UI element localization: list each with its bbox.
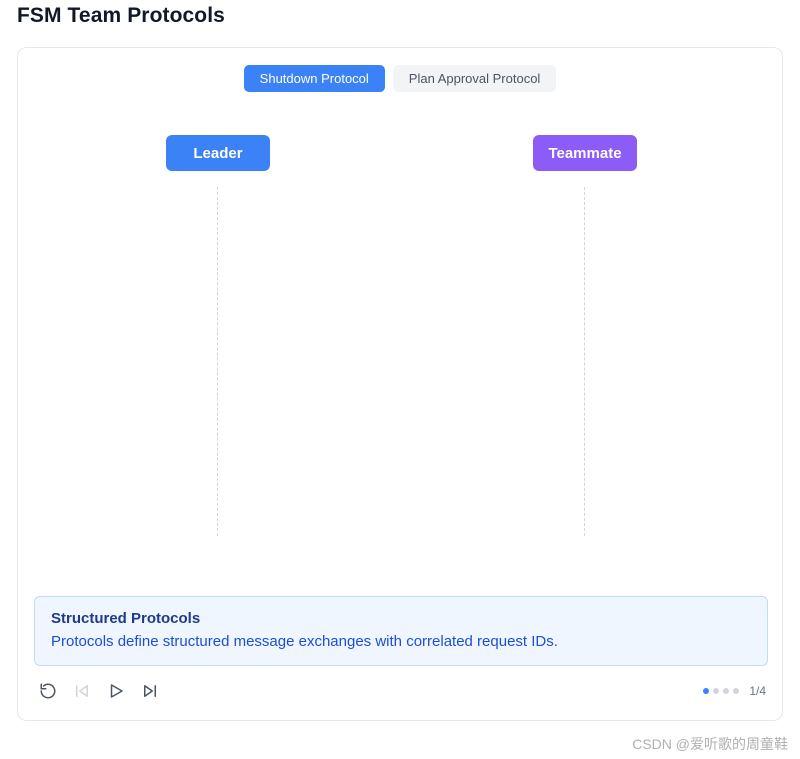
progress-dot: [713, 688, 720, 694]
step-progress: 1/4: [703, 681, 766, 701]
progress-dot: [733, 688, 740, 694]
teammate-actor: Teammate: [533, 135, 637, 171]
tab-shutdown-protocol[interactable]: Shutdown Protocol: [243, 65, 385, 92]
reset-icon: [40, 683, 56, 699]
progress-dot: [703, 688, 710, 694]
watermark-text: CSDN @爱听歌的周童鞋: [632, 736, 788, 752]
progress-dot: [723, 688, 730, 694]
play-icon: [110, 684, 123, 698]
previous-step-button[interactable]: [72, 681, 92, 701]
page-title: FSM Team Protocols: [17, 4, 225, 27]
step-counter: 1/4: [749, 684, 766, 698]
protocol-visualizer-card: Shutdown Protocol Plan Approval Protocol…: [17, 47, 783, 721]
playback-controls: [38, 681, 160, 701]
step-info-panel: Structured Protocols Protocols define st…: [34, 596, 768, 666]
play-button[interactable]: [106, 681, 126, 701]
teammate-lifeline: [584, 187, 585, 536]
step-info-title: Structured Protocols: [51, 610, 201, 627]
reset-button[interactable]: [38, 681, 58, 701]
protocol-tabs: Shutdown Protocol Plan Approval Protocol: [18, 65, 782, 92]
tab-plan-approval-protocol[interactable]: Plan Approval Protocol: [392, 65, 557, 92]
leader-lifeline: [217, 187, 218, 536]
step-info-text: Protocols define structured message exch…: [51, 633, 558, 650]
previous-step-icon: [76, 685, 88, 697]
next-step-icon: [144, 685, 156, 697]
next-step-button[interactable]: [140, 681, 160, 701]
leader-actor: Leader: [166, 135, 270, 171]
